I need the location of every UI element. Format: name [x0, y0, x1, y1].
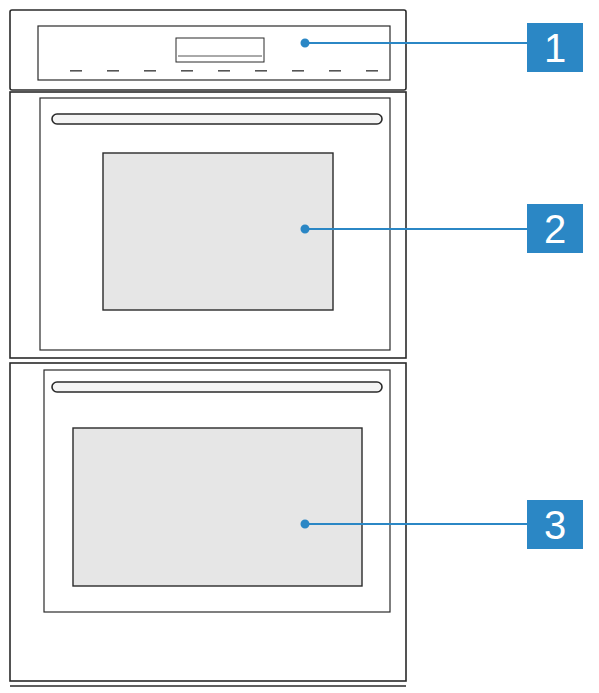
lower-window — [73, 428, 362, 586]
display — [176, 38, 264, 62]
button-mark — [181, 70, 193, 72]
callout-number: 3 — [527, 500, 583, 549]
button-mark — [218, 70, 230, 72]
leader-dot — [302, 521, 309, 528]
lower-door-frame — [44, 370, 390, 612]
button-mark — [255, 70, 267, 72]
base-line — [10, 685, 406, 686]
lower-handle — [52, 382, 382, 392]
upper-door-frame — [40, 98, 390, 350]
button-mark — [366, 70, 378, 72]
upper-door — [10, 92, 406, 358]
leader-line — [305, 228, 527, 230]
panel-face — [38, 26, 390, 80]
panel-buttons — [70, 70, 378, 72]
leader-dot — [302, 40, 309, 47]
button-mark — [292, 70, 304, 72]
upper-handle — [52, 114, 382, 124]
button-mark — [144, 70, 156, 72]
callout-number: 2 — [527, 204, 583, 253]
callout-number: 1 — [527, 23, 583, 72]
leader-dot — [302, 226, 309, 233]
leader-line — [305, 42, 527, 44]
button-mark — [107, 70, 119, 72]
leader-line — [305, 523, 527, 525]
display-line — [178, 56, 262, 57]
control-panel — [10, 10, 406, 90]
button-mark — [70, 70, 82, 72]
button-mark — [329, 70, 341, 72]
lower-door — [10, 363, 406, 681]
upper-window — [103, 153, 333, 310]
